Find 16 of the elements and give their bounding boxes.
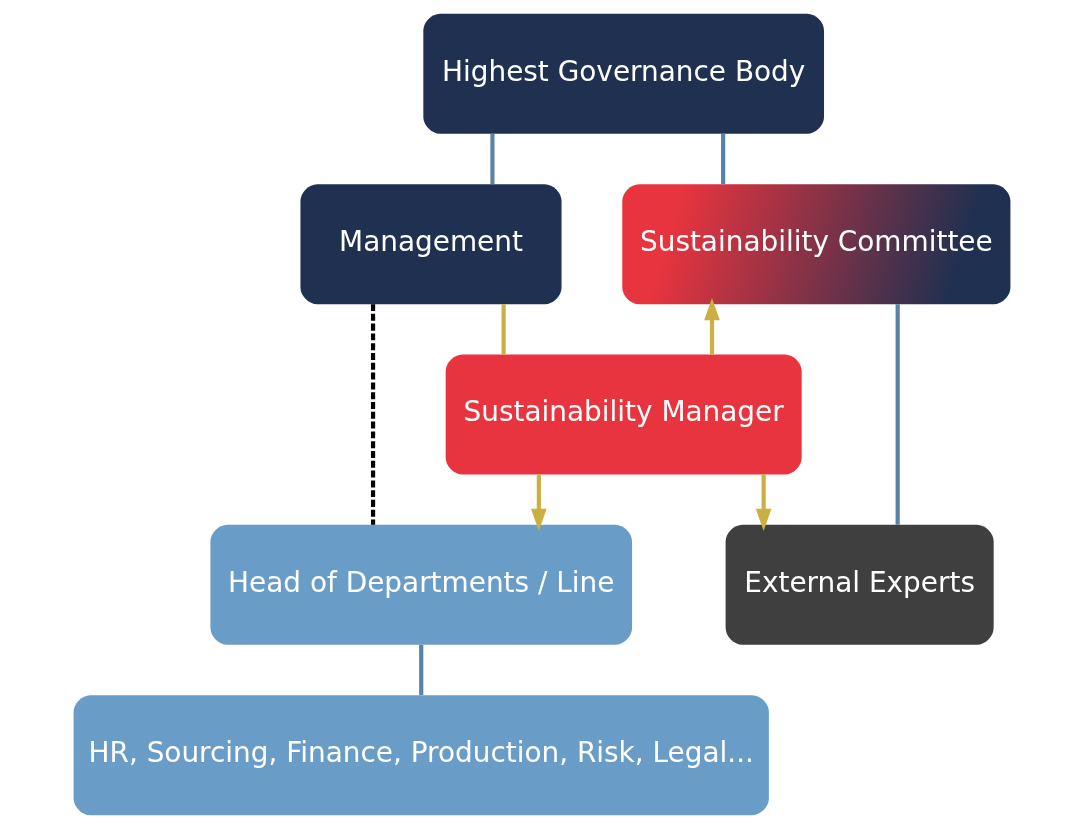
node-box: Highest Governance Body — [423, 13, 825, 134]
arrow — [755, 474, 772, 532]
node-box: Sustainability Manager — [445, 354, 802, 475]
connector — [490, 133, 495, 185]
connector — [501, 304, 506, 355]
arrow — [704, 297, 720, 355]
connector — [721, 133, 726, 185]
connector — [895, 304, 900, 525]
node-box: External Experts — [725, 524, 994, 645]
connector — [419, 644, 424, 696]
node-box: Sustainability Committee — [622, 184, 1011, 305]
node-box: Management — [300, 184, 562, 305]
arrow — [531, 474, 547, 532]
node-box: HR, Sourcing, Finance, Production, Risk, Legal... — [73, 695, 769, 816]
connector — [370, 304, 376, 525]
node-box: Head of Departments / Line — [210, 524, 633, 645]
